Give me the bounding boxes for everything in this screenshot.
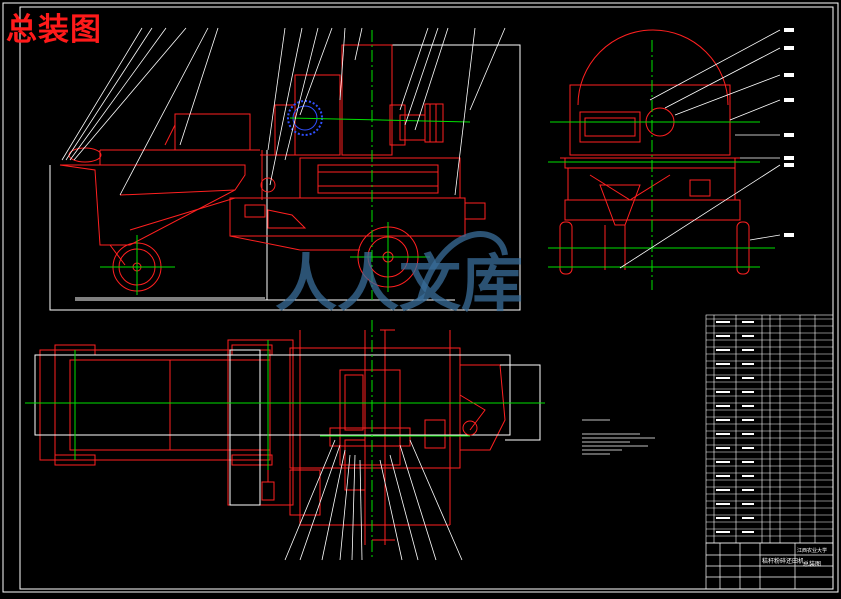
title-block-school: 江西农业大学 (797, 547, 827, 554)
top-view (25, 320, 545, 561)
parts-list-text-marks (716, 321, 754, 533)
title-block-project: 秸秆粉碎还田机 (762, 557, 804, 565)
watermark-swoosh (417, 231, 508, 301)
side-view (548, 28, 794, 290)
title-block (705, 542, 834, 590)
inner-frame (19, 6, 834, 590)
front-view (49, 27, 521, 311)
technical-notes (582, 419, 655, 455)
drawing-title: 总装图 (6, 12, 102, 48)
title-block-drawing-name: 总装图 (803, 560, 821, 568)
watermark-text: 人人文库 (275, 247, 523, 320)
